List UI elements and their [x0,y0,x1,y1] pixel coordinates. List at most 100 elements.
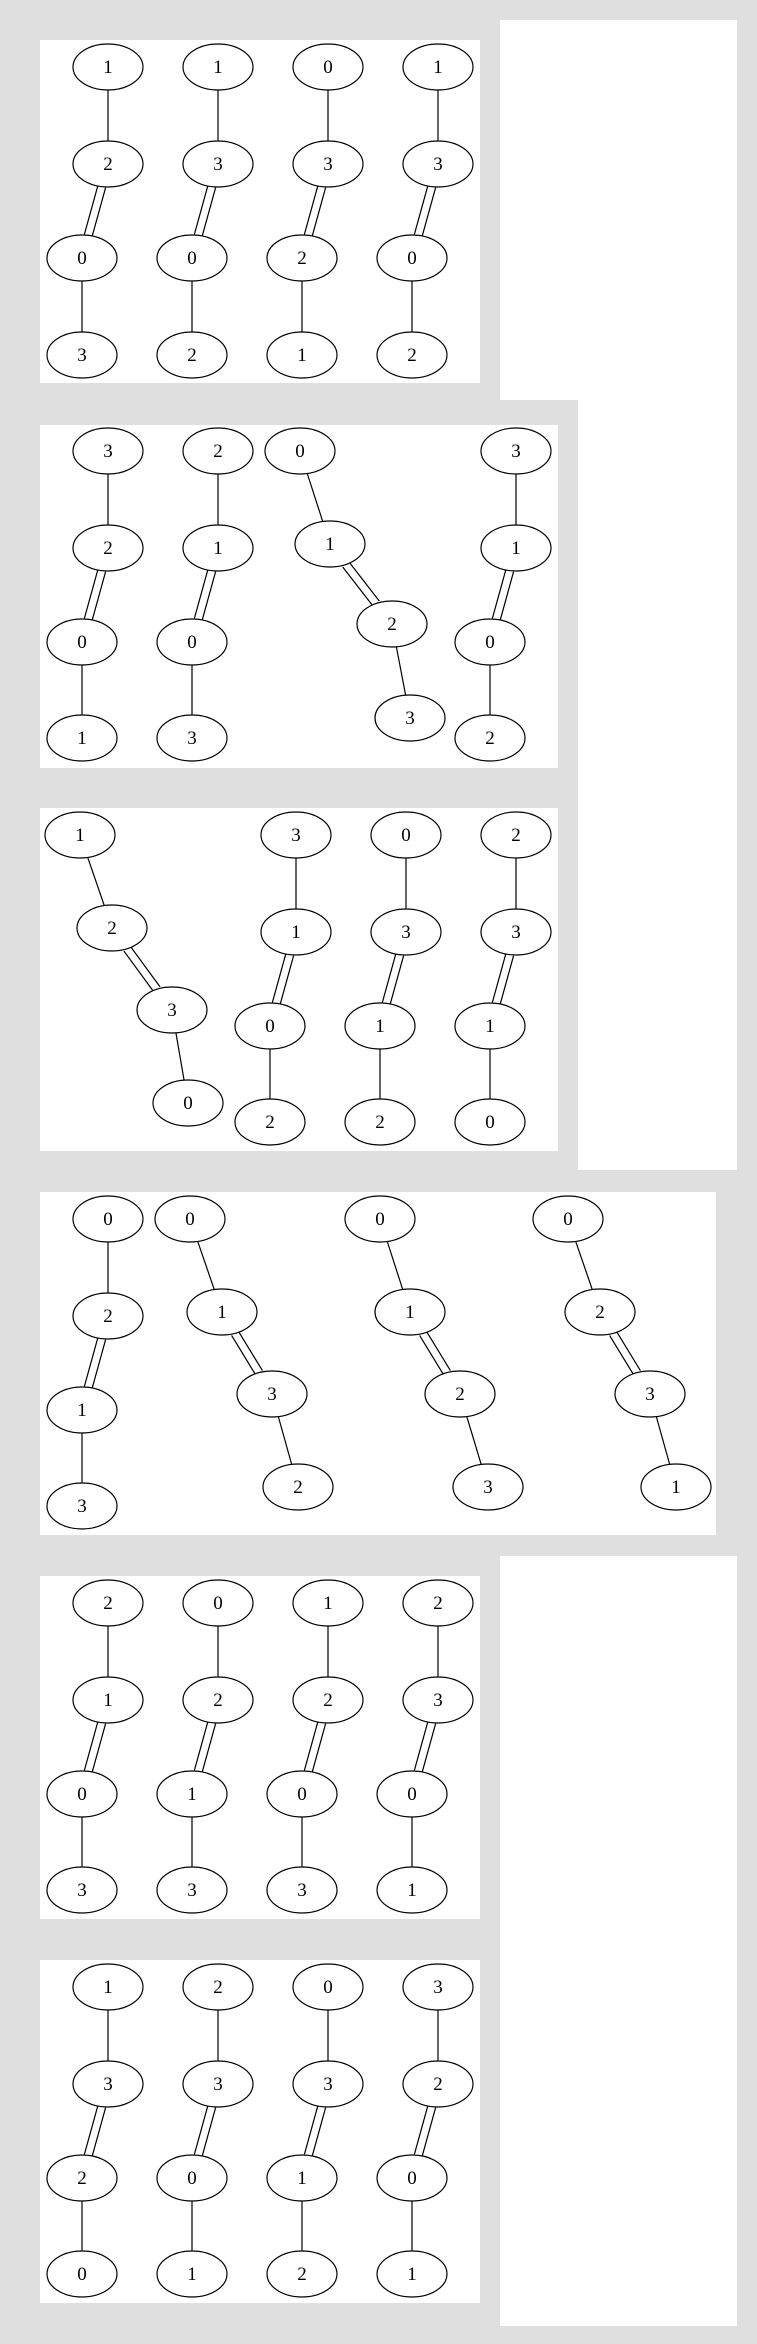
graph-node: 3 [374,694,446,742]
node-ellipse [46,331,118,379]
node-ellipse [72,1676,144,1724]
double-edge-line [421,1723,437,1773]
node-ellipse [182,140,254,188]
node-ellipse [370,811,442,859]
double-edge-line [91,1723,107,1773]
node-label: 0 [323,57,333,78]
graph-node: 3 [182,140,254,188]
node-label: 3 [511,922,521,943]
graph-node: 0 [156,234,228,282]
node-label: 3 [323,2074,333,2095]
graph: 1 2 0 3 [46,43,144,379]
graph-node: 2 [156,331,228,379]
node-label: 3 [405,708,415,729]
node-ellipse [614,1370,686,1418]
graph-node: 2 [76,904,148,952]
node-ellipse [424,1370,496,1418]
graph-node: 1 [182,43,254,91]
node-label: 0 [185,1209,195,1230]
node-ellipse [480,524,552,572]
node-ellipse [292,43,364,91]
double-edge-line [83,2105,99,2155]
node-ellipse [182,43,254,91]
node-label: 2 [323,1690,333,1711]
graph-node: 3 [156,714,228,762]
node-ellipse [292,1963,364,2011]
edge-line [87,857,105,906]
double-edge-line [419,1335,445,1376]
double-edge-line [303,185,319,235]
node-label: 0 [77,632,87,653]
node-label: 3 [433,154,443,175]
graph-node: 0 [376,2154,448,2202]
node-ellipse [72,427,144,475]
double-edge-line [201,571,217,621]
node-ellipse [72,1195,144,1243]
graph-box [40,808,558,1151]
node-ellipse [156,618,228,666]
node-label: 2 [187,345,197,366]
node-ellipse [46,2154,118,2202]
node-label: 3 [103,441,113,462]
node-label: 3 [511,441,521,462]
edge-line [466,1416,482,1465]
graph-node: 2 [234,1098,306,1146]
node-ellipse [156,714,228,762]
node-ellipse [376,1770,448,1818]
graph-box [40,1576,480,1919]
node-label: 1 [485,1016,495,1037]
graph-node: 3 [292,140,364,188]
node-label: 1 [407,1880,417,1901]
graph-node: 0 [376,1770,448,1818]
graph-node: 3 [182,2060,254,2108]
node-ellipse [46,1770,118,1818]
node-ellipse [266,1770,338,1818]
node-ellipse [182,2060,254,2108]
node-ellipse [262,1463,334,1511]
node-label: 1 [75,825,85,846]
node-label: 2 [455,1384,465,1405]
graph-node: 2 [72,140,144,188]
node-ellipse [402,1579,474,1627]
edge-line [197,1241,215,1290]
double-edge-line [491,569,507,619]
graph-node: 1 [266,2154,338,2202]
graph-node: 1 [640,1463,712,1511]
graph-node: 0 [292,1963,364,2011]
node-ellipse [532,1195,604,1243]
node-ellipse [454,618,526,666]
node-label: 1 [511,538,521,559]
outer-panel [500,1556,737,2326]
node-label: 2 [297,2264,307,2285]
node-label: 0 [77,248,87,269]
node-ellipse [260,811,332,859]
node-ellipse [344,1098,416,1146]
graph-node: 1 [156,1770,228,1818]
node-label: 2 [375,1112,385,1133]
double-edge-line [413,1721,429,1771]
double-edge-line [201,2107,217,2157]
graph-node: 1 [72,43,144,91]
node-label: 3 [187,728,197,749]
node-ellipse [344,1195,416,1243]
node-label: 2 [107,918,117,939]
node-label: 2 [213,1977,223,1998]
node-label: 0 [485,632,495,653]
graph-node: 1 [72,1963,144,2011]
node-label: 0 [77,2264,87,2285]
node-label: 2 [293,1477,303,1498]
node-ellipse [46,1482,118,1530]
node-ellipse [44,811,116,859]
node-label: 2 [213,1690,223,1711]
node-ellipse [344,1002,416,1050]
node-label: 3 [291,825,301,846]
graph-node: 0 [46,1770,118,1818]
node-ellipse [72,1963,144,2011]
graph-node: 3 [46,331,118,379]
